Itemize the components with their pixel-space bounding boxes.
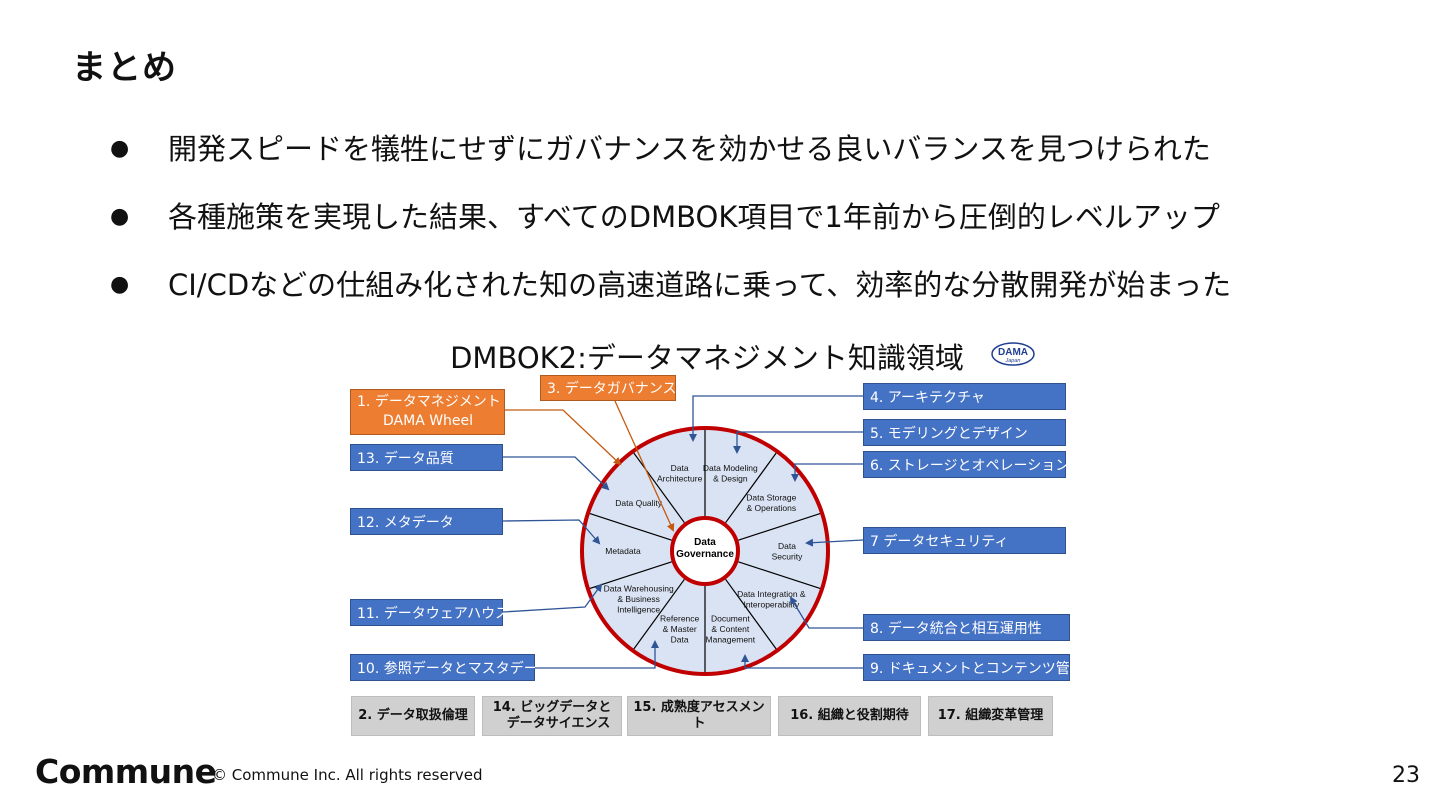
box-change-management: 17. 組織変革管理 — [928, 696, 1053, 736]
arrow-storage-operations — [791, 463, 863, 482]
wheel-sector-label: Data Integration &Interoperability — [737, 589, 806, 610]
commune-logo: Commune — [35, 752, 217, 791]
arrow-architecture — [689, 395, 863, 442]
wheel-sector-label-line: & Master — [663, 624, 697, 634]
dama-logo-text: DAMA — [998, 347, 1028, 358]
wheel-spoke — [589, 513, 672, 541]
wheel-sector-label-line: Security — [772, 551, 803, 561]
wheel-sector-label-line: & Operations — [747, 503, 797, 513]
box-data-ethics: 2. データ取扱倫理 — [351, 696, 475, 736]
wheel-sector-label-line: Management — [706, 634, 756, 644]
wheel-sector-label-line: & Content — [711, 624, 749, 634]
bullet-dot-icon: ● — [110, 204, 130, 229]
wheel-center-line2: Governance — [676, 549, 734, 560]
wheel-spoke — [725, 578, 777, 650]
arrow-data-integration — [789, 596, 863, 629]
box-storage-operations: 6. ストレージとオペレーション — [863, 451, 1069, 478]
wheel-sector-label-line: Interoperability — [743, 599, 800, 609]
arrow-modeling-design — [733, 431, 863, 454]
bullet-item: ● 開発スピードを犠牲にせずにガバナンスを効かせる良いバランスを見つけられた — [110, 128, 1231, 196]
wheel-sector-label-line: & Design — [713, 473, 748, 483]
box-data-management-line2: DAMA Wheel — [383, 413, 474, 429]
wheel-sector-label-line: Intelligence — [617, 605, 660, 615]
arrow-data-governance — [614, 400, 675, 532]
wheel-sector-label-line: Data Quality — [615, 498, 663, 508]
arrow-reference-master — [535, 640, 659, 669]
wheel-sector-label-line: Metadata — [605, 546, 641, 556]
wheel-center-line1: Data — [694, 537, 716, 548]
wheel-sector-label-line: Data — [671, 463, 689, 473]
box-modeling-design: 5. モデリングとデザイン — [863, 419, 1066, 446]
wheel-sector-label-line: Data Storage — [746, 493, 796, 503]
arrow-metadata — [502, 519, 601, 545]
wheel-spoke — [633, 452, 685, 524]
box-data-security: 7 データセキュリティ — [863, 527, 1066, 554]
box-data-management-line1: 1. データマネジメント — [357, 394, 501, 410]
wheel-sector-label-line: Data Modeling — [703, 463, 758, 473]
wheel-sector-label: Data Modeling& Design — [703, 463, 758, 484]
bullet-dot-icon: ● — [110, 272, 130, 297]
footer-copyright: © Commune Inc. All rights reserved — [212, 766, 483, 784]
box-data-warehouse: 11. データウェアハウス — [350, 599, 509, 626]
bullet-text: 各種施策を実現した結果、すべてのDMBOK項目で1年前から圧倒的レベルアップ — [168, 200, 1220, 234]
box-metadata: 12. メタデータ — [350, 508, 503, 535]
wheel-sector-label-line: Data — [671, 634, 689, 644]
dmbok-diagram: 1. データマネジメント DAMA Wheel 3. データガバナンス 4. ア… — [345, 372, 1084, 740]
dama-logo-subtext: Japan — [1005, 358, 1021, 364]
wheel-sector-label: Data Quality — [615, 498, 663, 508]
box-data-quality: 13. データ品質 — [350, 444, 503, 471]
wheel-sector-label-line: Data — [778, 541, 796, 551]
box-data-management: 1. データマネジメント DAMA Wheel — [350, 389, 505, 435]
wheel-spoke — [725, 452, 777, 524]
diagram-title: DMBOK2:データマネジメント知識領域 — [450, 341, 964, 375]
bullet-dot-icon: ● — [110, 136, 130, 161]
bullet-text: 開発スピードを犠牲にせずにガバナンスを効かせる良いバランスを見つけられた — [168, 132, 1211, 166]
summary-bullet-list: ● 開発スピードを犠牲にせずにガバナンスを効かせる良いバランスを見つけられた ●… — [110, 128, 1231, 332]
box-document-content: 9. ドキュメントとコンテンツ管理 — [863, 654, 1084, 681]
wheel-sector-label-line: Document — [711, 613, 750, 623]
box-organization-roles: 16. 組織と役割期待 — [778, 696, 921, 736]
box-architecture: 4. アーキテクチャ — [863, 383, 1066, 410]
arrow-document-content — [741, 654, 863, 669]
slide-title: まとめ — [72, 48, 177, 88]
wheel-center — [670, 516, 740, 586]
wheel-spoke — [738, 561, 821, 589]
bullet-item: ● CI/CDなどの仕組み化された知の高速道路に乗って、効率的な分散開発が始まっ… — [110, 264, 1231, 332]
box-data-governance: 3. データガバナンス — [540, 375, 677, 401]
arrow-data-quality — [503, 456, 610, 491]
wheel-sector-label-line: & Business — [617, 594, 660, 604]
wheel-spokes — [589, 430, 821, 672]
bullet-item: ● 各種施策を実現した結果、すべてのDMBOK項目で1年前から圧倒的レベルアップ — [110, 196, 1231, 264]
wheel-sector-label: Metadata — [605, 546, 641, 556]
wheel-spoke — [738, 513, 821, 541]
wheel-sector-label-line: Data Integration & — [737, 589, 806, 599]
wheel-spoke — [633, 578, 685, 650]
arrow-data-management — [505, 409, 622, 466]
wheel-sector-label-line: Architecture — [657, 473, 703, 483]
arrow-data-warehouse — [502, 583, 603, 613]
wheel-sector-label-line: Reference — [660, 613, 699, 623]
wheel-sector-label-line: Data Warehousing — [604, 584, 674, 594]
wheel-sector-label: Data Storage& Operations — [746, 493, 796, 514]
bullet-text: CI/CDなどの仕組み化された知の高速道路に乗って、効率的な分散開発が始まった — [168, 268, 1232, 302]
box-maturity-assessment: 15. 成熟度アセスメント — [627, 696, 771, 736]
dama-logo-icon: DAMA Japan — [991, 342, 1035, 366]
arrow-data-security — [805, 538, 864, 547]
box-reference-master: 10. 参照データとマスタデータ — [350, 654, 552, 681]
box-data-integration: 8. データ統合と相互運用性 — [863, 614, 1070, 641]
box-big-data: 14. ビッグデータと データサイエンス — [482, 696, 622, 736]
page-number: 23 — [1392, 763, 1420, 788]
wheel-spoke — [589, 561, 672, 589]
